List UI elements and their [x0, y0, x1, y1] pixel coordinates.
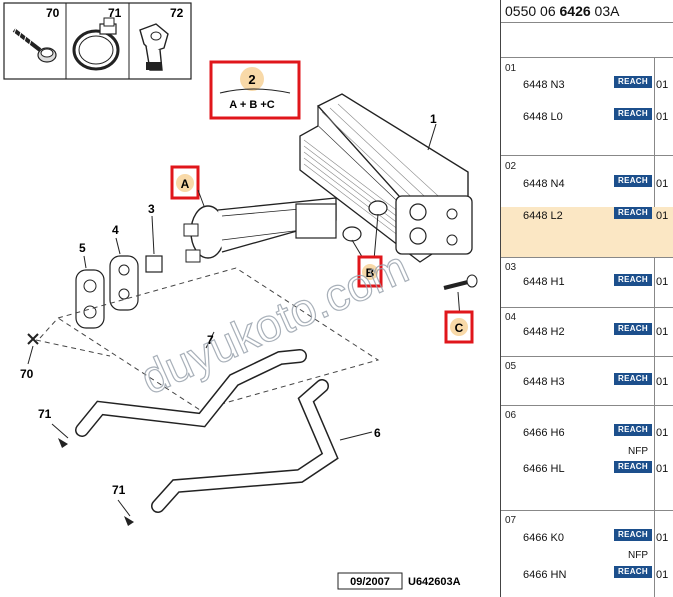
- kit-number: 2: [248, 72, 255, 87]
- small-parts-drawing: 3 4 5: [75, 202, 163, 329]
- reach-badge: REACH: [614, 323, 652, 335]
- reach-badge: REACH: [614, 274, 652, 286]
- part-qty: 01: [656, 178, 669, 190]
- group-number: 07: [505, 515, 517, 526]
- group-number: 06: [505, 410, 517, 421]
- part-ref[interactable]: 6448 L0: [523, 111, 563, 123]
- callout-a: A: [170, 165, 205, 207]
- hose-7-drawing: 7 71: [38, 331, 307, 448]
- part-label-4: 4: [112, 223, 119, 237]
- part-qty: 01: [656, 111, 669, 123]
- group-number: 01: [505, 63, 517, 74]
- callout-c-label: C: [455, 321, 464, 335]
- part-qty: 01: [656, 276, 669, 288]
- reach-badge: REACH: [614, 175, 652, 187]
- footer-code: U642603A: [408, 576, 461, 588]
- document-number: 0550 06 6426 03A: [505, 3, 620, 19]
- group-number: 04: [505, 312, 517, 323]
- nfp-note: NFP: [628, 446, 648, 457]
- footer-stamp: 09/2007 U642603A: [337, 572, 461, 590]
- reach-badge: REACH: [614, 207, 652, 219]
- part-label-71b: 71: [112, 483, 126, 497]
- reach-badge: REACH: [614, 373, 652, 385]
- reach-badge: REACH: [614, 108, 652, 120]
- part-ref[interactable]: 6466 HN: [523, 569, 567, 581]
- nfp-note: NFP: [628, 550, 648, 561]
- callout-c: C: [444, 310, 474, 344]
- part-qty: 01: [656, 210, 669, 222]
- pipe-assembly-drawing: [183, 197, 388, 263]
- part-ref[interactable]: 6466 K0: [523, 532, 564, 544]
- group-number: 03: [505, 262, 517, 273]
- part-ref[interactable]: 6448 H2: [523, 326, 565, 338]
- part-ref[interactable]: 6466 H6: [523, 427, 565, 439]
- reach-badge: REACH: [614, 424, 652, 436]
- part-ref[interactable]: 6448 H3: [523, 376, 565, 388]
- legend-72-label: 72: [170, 6, 184, 20]
- footer-date: 09/2007: [350, 576, 390, 588]
- part-ref[interactable]: 6448 N4: [523, 178, 565, 190]
- part-label-70: 70: [20, 367, 34, 381]
- reach-badge: REACH: [614, 529, 652, 541]
- kit-formula-box: 2 A + B +C: [209, 60, 301, 120]
- legend-70-label: 70: [46, 6, 60, 20]
- part-ref[interactable]: 6448 H1: [523, 276, 565, 288]
- parts-list-panel: 0550 06 6426 03A 01 6448 N3 REACH 01 644…: [500, 0, 673, 597]
- part-qty: 01: [656, 463, 669, 475]
- kit-formula: A + B +C: [229, 99, 274, 111]
- part-label-6: 6: [374, 426, 381, 440]
- hose-6-drawing: 6 71: [112, 379, 381, 526]
- heater-core-drawing: 1: [299, 93, 473, 263]
- part-label-71a: 71: [38, 407, 52, 421]
- part-label-3: 3: [148, 202, 155, 216]
- legend-boxes: 70 71 72: [3, 2, 192, 80]
- part-label-1: 1: [430, 112, 437, 126]
- part-qty: 01: [656, 376, 669, 388]
- group-number: 05: [505, 361, 517, 372]
- callout-a-label: A: [181, 177, 190, 191]
- screw-c-drawing: [443, 274, 478, 319]
- dashed-outline: [35, 267, 380, 411]
- legend-71-label: 71: [108, 6, 122, 20]
- watermark: duyukoto.com: [133, 240, 416, 404]
- part-qty: 01: [656, 79, 669, 91]
- part-label-5: 5: [79, 241, 86, 255]
- callout-b-label: B: [366, 266, 375, 280]
- part-qty: 01: [656, 532, 669, 544]
- reach-badge: REACH: [614, 461, 652, 473]
- callout-b: B: [351, 213, 383, 288]
- screw-70-mark: 70: [20, 333, 39, 381]
- part-ref[interactable]: 6466 HL: [523, 463, 565, 475]
- part-ref[interactable]: 6448 L2: [523, 210, 563, 222]
- part-label-7: 7: [207, 333, 214, 347]
- part-qty: 01: [656, 326, 669, 338]
- screw-icon: [12, 27, 57, 63]
- reach-badge: REACH: [614, 76, 652, 88]
- hose-clamp-icon: [72, 17, 120, 71]
- clip-icon: [139, 23, 169, 71]
- group-number: 02: [505, 161, 517, 172]
- part-qty: 01: [656, 427, 669, 439]
- part-qty: 01: [656, 569, 669, 581]
- reach-badge: REACH: [614, 566, 652, 578]
- exploded-parts-diagram: 70 71 72 2: [3, 2, 478, 590]
- part-ref[interactable]: 6448 N3: [523, 79, 565, 91]
